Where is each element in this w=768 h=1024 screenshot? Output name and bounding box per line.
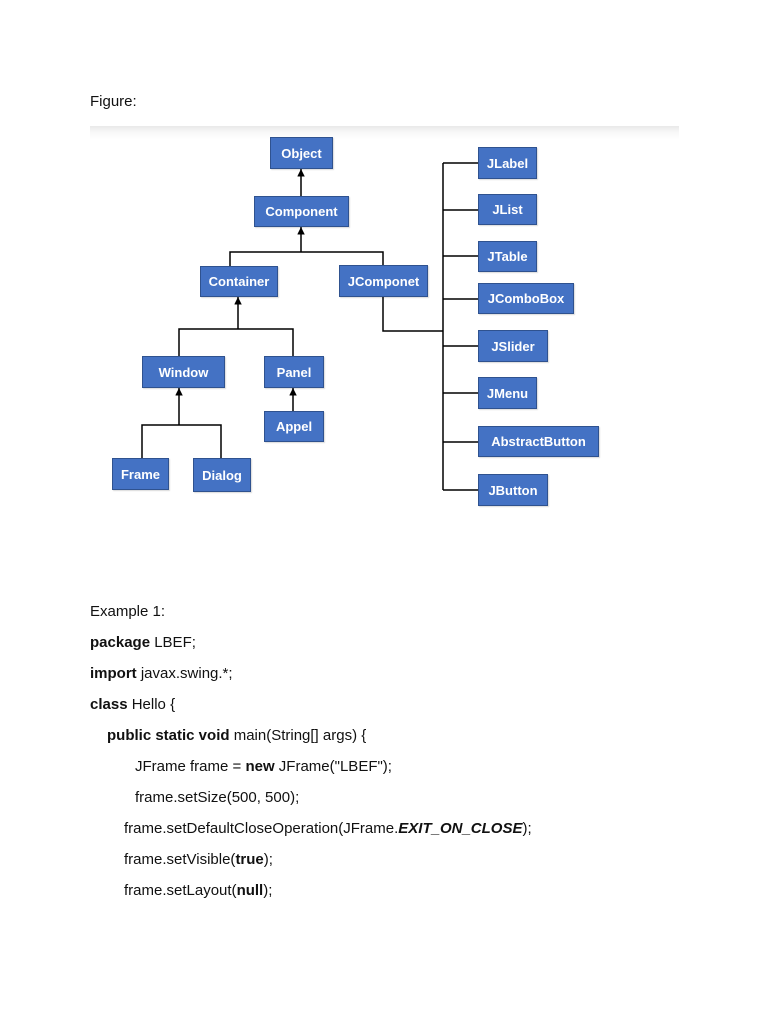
diagram-connectors [141, 162, 478, 491]
code-text: Hello { [127, 696, 176, 713]
code-text: frame.setVisible( [124, 851, 236, 868]
class-hierarchy-diagram: Object Component Container JComponet Win… [90, 126, 679, 518]
connector-container-jcomponet [229, 251, 384, 266]
code-text: ); [263, 882, 273, 899]
code-text: LBEF; [150, 634, 196, 651]
node-jcombobox: JComboBox [478, 283, 574, 314]
code-text: ); [522, 820, 532, 837]
keyword: public static void [107, 727, 230, 744]
node-container: Container [200, 266, 278, 297]
keyword: import [90, 665, 137, 682]
code-line-class: class Hello { [90, 695, 175, 715]
code-line-main: public static void main(String[] args) { [107, 726, 366, 746]
keyword: class [90, 696, 128, 713]
node-jmenu: JMenu [478, 377, 537, 409]
code-text: main(String[] args) { [229, 727, 367, 744]
code-text: frame.setLayout( [124, 882, 237, 899]
code-line-new-frame: JFrame frame = new JFrame("LBEF"); [135, 757, 392, 777]
node-panel: Panel [264, 356, 324, 388]
example-title: Example 1: [90, 603, 166, 620]
code-line-setsize: frame.setSize(500, 500); [135, 789, 300, 806]
node-appel: Appel [264, 411, 324, 442]
node-window: Window [142, 356, 225, 388]
code-line-setlayout: frame.setLayout(null); [124, 881, 272, 901]
node-dialog: Dialog [193, 458, 251, 492]
node-component: Component [254, 196, 349, 227]
keyword: true [235, 851, 264, 868]
connector-jcomponet-bus [382, 297, 443, 332]
node-jlist: JList [478, 194, 537, 225]
node-jcomponet: JComponet [339, 265, 428, 297]
keyword: EXIT_ON_CLOSE [398, 820, 523, 837]
code-text: ); [263, 851, 273, 868]
keyword: new [245, 758, 275, 775]
node-abstractbutton: AbstractButton [478, 426, 599, 457]
connector-window-panel [178, 328, 294, 356]
node-jslider: JSlider [478, 330, 548, 362]
code-text: JFrame("LBEF"); [274, 758, 392, 775]
node-object: Object [270, 137, 333, 169]
code-line-import: import javax.swing.*; [90, 664, 233, 684]
node-jlabel: JLabel [478, 147, 537, 179]
node-frame: Frame [112, 458, 169, 490]
code-line-close-op: frame.setDefaultCloseOperation(JFrame.EX… [124, 819, 532, 839]
node-jtable: JTable [478, 241, 537, 272]
connector-frame-dialog [141, 424, 222, 458]
code-text: frame.setDefaultCloseOperation(JFrame. [124, 820, 399, 837]
figure-label: Figure: [90, 93, 137, 110]
keyword: null [236, 882, 264, 899]
code-text: JFrame frame = [135, 758, 246, 775]
code-text: javax.swing.*; [136, 665, 233, 682]
node-jbutton: JButton [478, 474, 548, 506]
keyword: package [90, 634, 151, 651]
code-line-package: package LBEF; [90, 633, 196, 653]
code-line-setvisible: frame.setVisible(true); [124, 850, 273, 870]
